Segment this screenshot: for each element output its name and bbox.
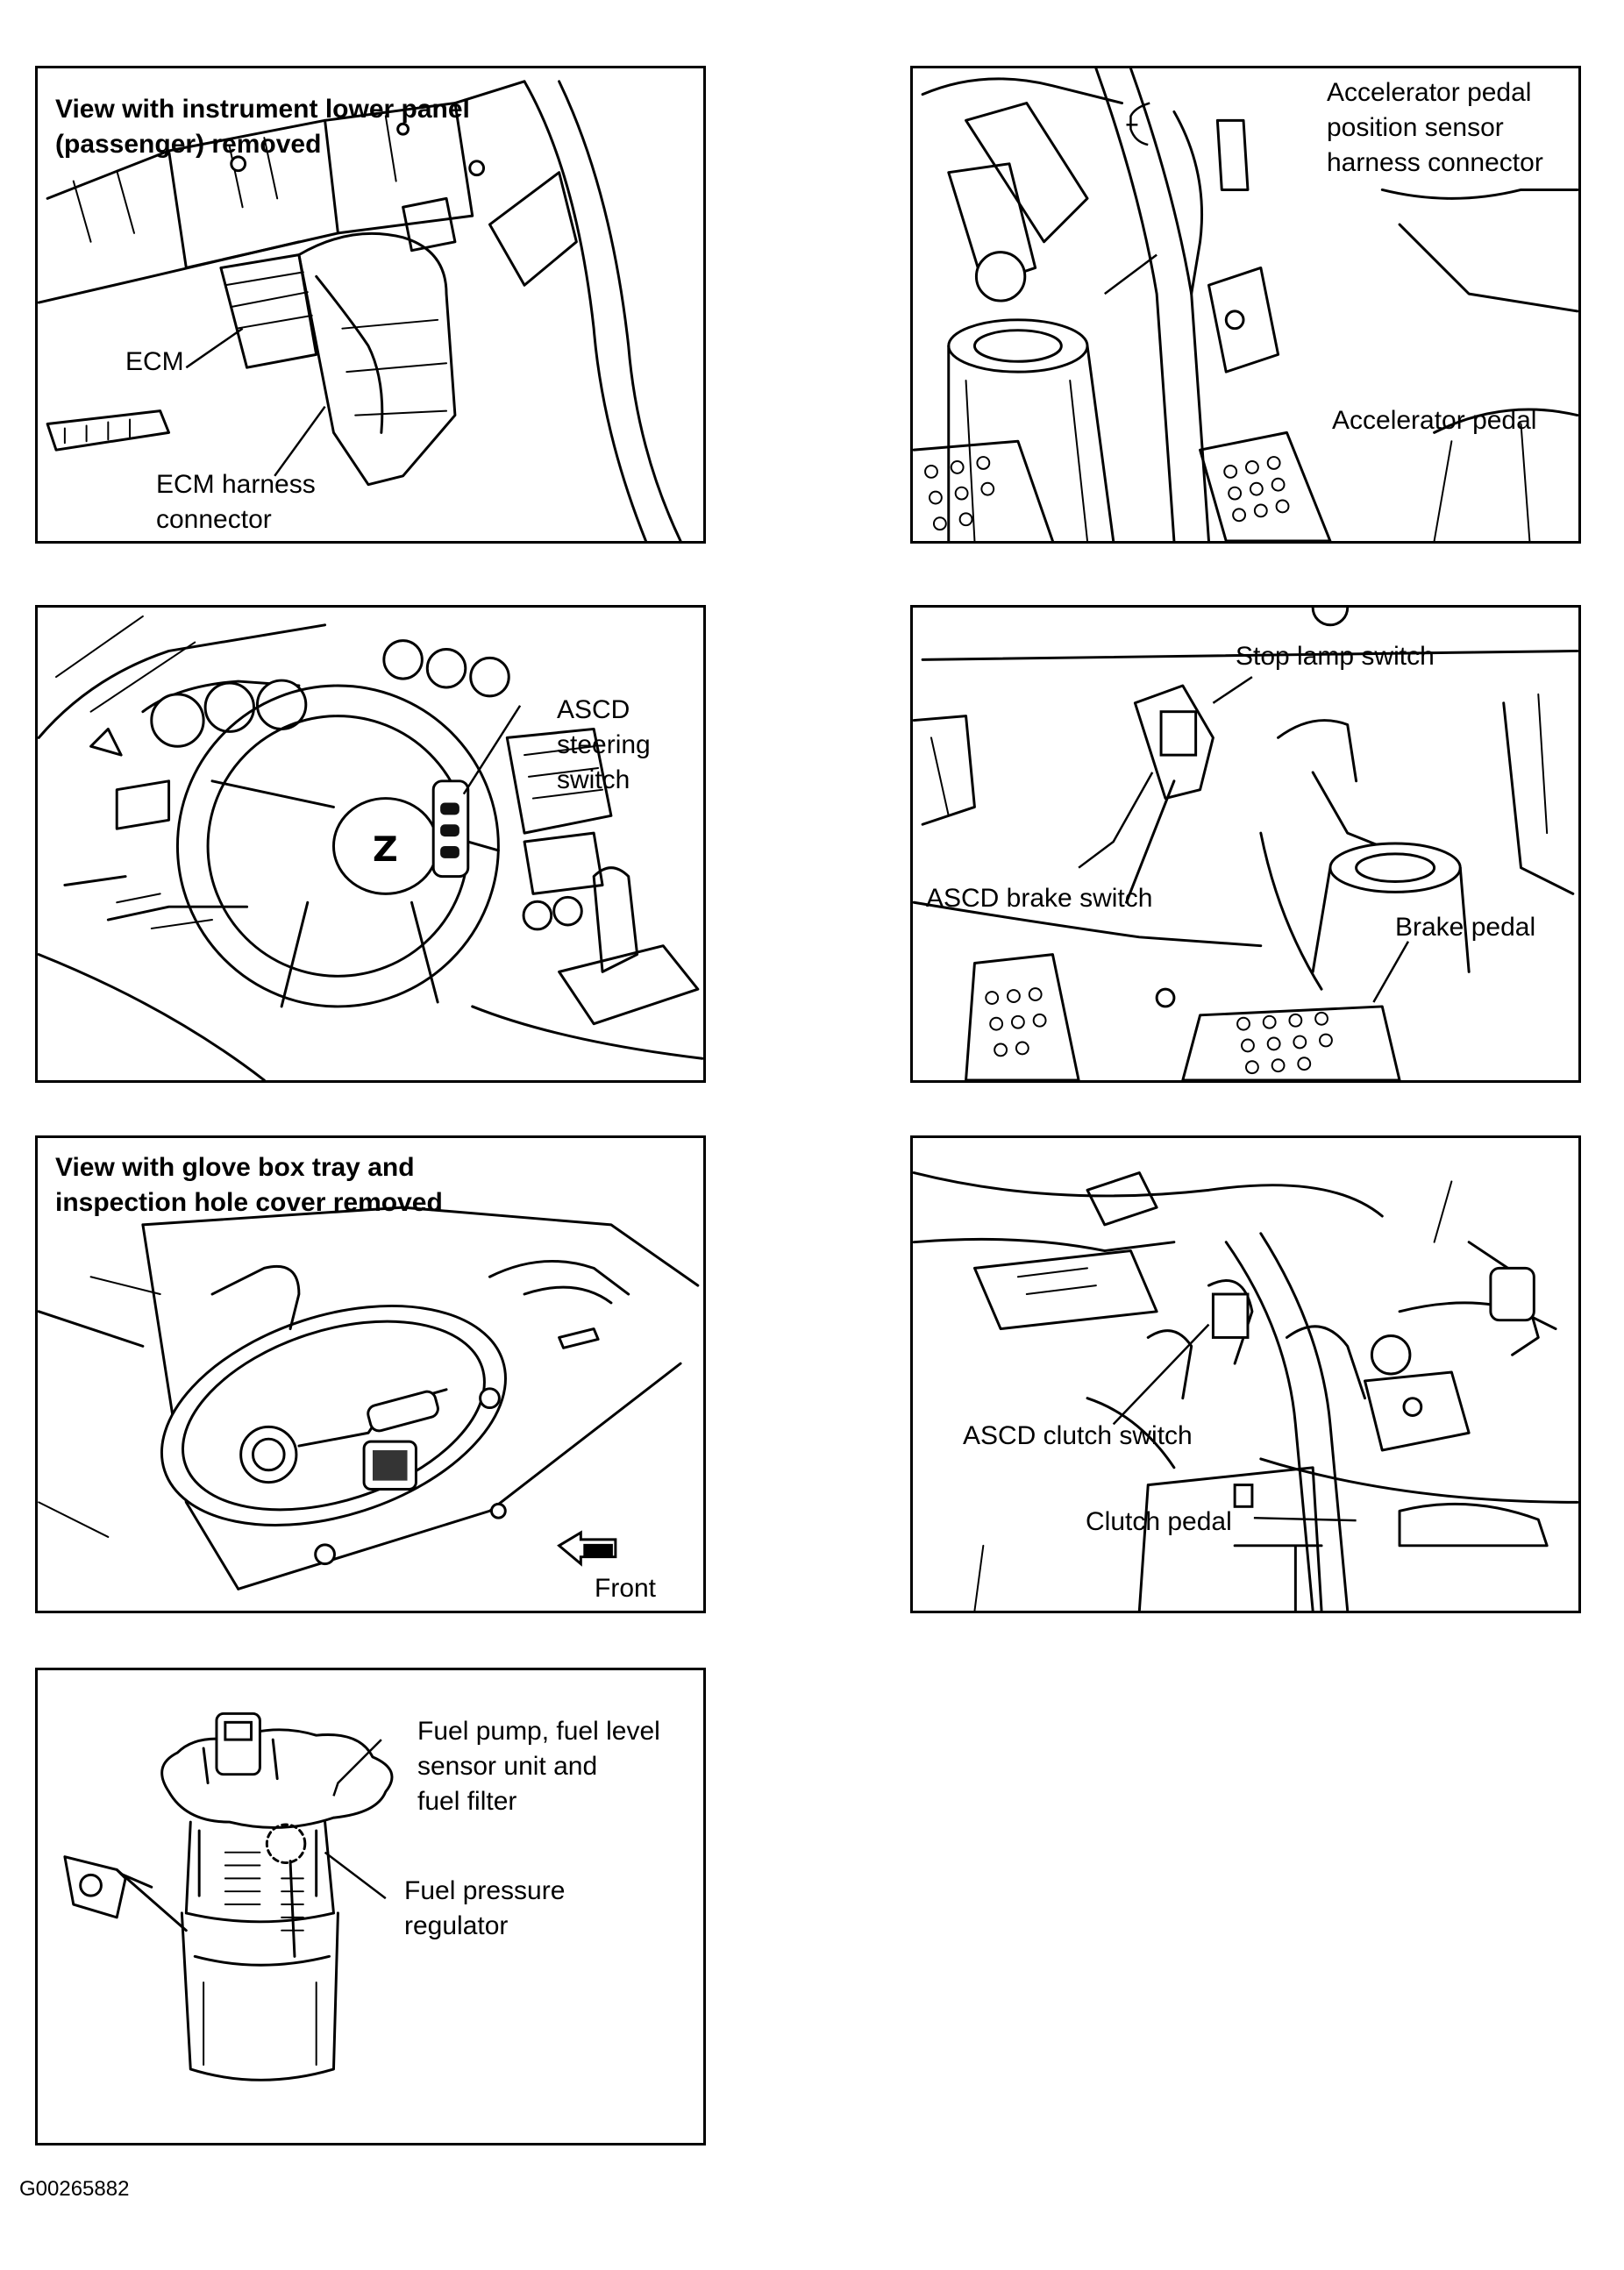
brake-switch-panel: Stop lamp switch ASCD brake switch Brake… bbox=[910, 605, 1581, 1083]
accelerator-pedal-position-sensor-label-line3: harness connector bbox=[1327, 148, 1543, 177]
fuel-pump-panel: Fuel pump, fuel level sensor unit and fu… bbox=[35, 1668, 706, 2145]
stop-lamp-switch-label: Stop lamp switch bbox=[1236, 642, 1435, 671]
ascd-steering-switch-panel: Z ASCD steering switch bbox=[35, 605, 706, 1083]
ascd-brake-switch-label: ASCD brake switch bbox=[926, 884, 1153, 913]
floor-mat-holes-left bbox=[985, 987, 1047, 1057]
ascd-steering-switch-label-line3: switch bbox=[557, 765, 630, 794]
fuel-pump-label-line3: fuel filter bbox=[417, 1787, 517, 1816]
accelerator-pedal-position-sensor-label-line1: Accelerator pedal bbox=[1327, 78, 1532, 107]
front-arrow-icon bbox=[557, 1530, 617, 1567]
accelerator-pedal-illustration bbox=[913, 68, 1578, 541]
ecm-illustration bbox=[38, 80, 682, 541]
brake-pedal-holes bbox=[1236, 1011, 1333, 1075]
floor-mat-holes bbox=[924, 456, 995, 531]
accelerator-pedal-panel: Accelerator pedal position sensor harnes… bbox=[910, 66, 1581, 544]
accelerator-pedal-label: Accelerator pedal bbox=[1332, 406, 1537, 435]
fuel-pump-label-line2: sensor unit and bbox=[417, 1752, 598, 1781]
clutch-pedal-illustration bbox=[913, 1171, 1578, 1611]
front-direction-label: Front bbox=[595, 1574, 657, 1603]
fuel-pump-illustration bbox=[63, 1711, 394, 2081]
accelerator-pedal-holes bbox=[1223, 456, 1290, 523]
ascd-steering-switch-label-line2: steering bbox=[557, 730, 651, 759]
figure-code: G00265882 bbox=[19, 2177, 130, 2201]
glove-box-panel-header-line1: View with glove box tray and bbox=[55, 1153, 415, 1182]
fuel-pressure-regulator-label-line1: Fuel pressure bbox=[404, 1876, 566, 1905]
glove-box-inspection-panel: View with glove box tray and inspection … bbox=[35, 1135, 706, 1613]
fuel-pump-label-line1: Fuel pump, fuel level bbox=[417, 1717, 660, 1746]
fuel-pressure-regulator-label-line2: regulator bbox=[404, 1911, 509, 1940]
ecm-harness-connector-label-line2: connector bbox=[156, 505, 272, 534]
ecm-location-panel: View with instrument lower panel (passen… bbox=[35, 66, 706, 544]
brake-pedal-label: Brake pedal bbox=[1395, 913, 1536, 942]
ascd-clutch-switch-panel: ASCD clutch switch Clutch pedal bbox=[910, 1135, 1581, 1613]
clutch-pedal-label: Clutch pedal bbox=[1086, 1507, 1232, 1536]
ecm-panel-header-line1: View with instrument lower panel bbox=[55, 95, 470, 124]
steering-wheel-illustration: Z bbox=[38, 615, 703, 1080]
inspection-hole-illustration bbox=[38, 1206, 700, 1590]
accelerator-pedal-position-sensor-label-line2: position sensor bbox=[1327, 113, 1504, 142]
glove-box-panel-header-line2: inspection hole cover removed bbox=[55, 1188, 443, 1217]
ascd-steering-switch-label-line1: ASCD bbox=[557, 695, 630, 724]
ecm-harness-connector-label-line1: ECM harness bbox=[156, 470, 316, 499]
z-logo: Z bbox=[373, 829, 398, 870]
brake-pedal-illustration bbox=[913, 608, 1578, 1080]
ascd-clutch-switch-label: ASCD clutch switch bbox=[963, 1421, 1193, 1450]
ecm-label: ECM bbox=[125, 347, 184, 376]
ecm-panel-header-line2: (passenger) removed bbox=[55, 130, 322, 159]
